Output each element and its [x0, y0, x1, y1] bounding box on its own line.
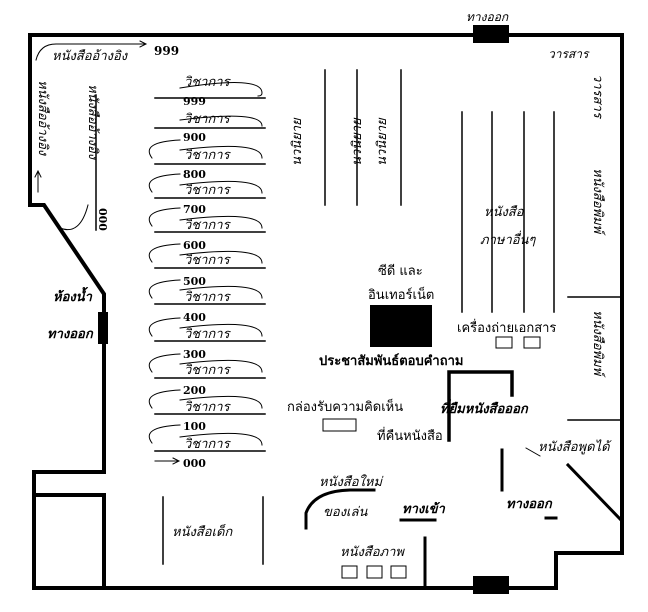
academic-label: วิชาการ	[184, 253, 230, 268]
academic-number: 200	[183, 384, 206, 397]
picture-box-1	[341, 565, 358, 579]
reference-left2-label: หนังสืออ้างอิง	[85, 84, 100, 160]
foreign-books-label-2: ภาษาอื่นๆ	[480, 233, 536, 248]
academic-label: วิชาการ	[184, 183, 230, 198]
academic-number: 700	[183, 203, 206, 216]
cd-internet-block	[370, 305, 432, 347]
academic-number: 800	[183, 168, 206, 181]
suggestion-box	[322, 418, 357, 432]
suggestion-box-label: กล่องรับความคิดเห็น	[287, 400, 404, 415]
wall-right	[554, 33, 624, 590]
pr-desk-label: ประชาสัมพันธ์ตอบคำถาม	[319, 354, 464, 369]
new-books-label: หนังสือใหม่	[319, 475, 383, 490]
borrow-label: ที่ยืมหนังสือออก	[440, 402, 528, 417]
internet-label: อินเทอร์เน็ต	[368, 288, 435, 303]
academic-label: วิชาการ	[184, 290, 230, 305]
academic-number: 300	[183, 348, 206, 361]
magazines-label: วารสาร	[548, 47, 589, 61]
toys-label: ของเล่น	[323, 505, 368, 520]
reference-left2-number: 000	[96, 208, 109, 231]
reference-top-label: หนังสืออ้างอิง	[52, 49, 128, 64]
academic-number: 999	[183, 95, 206, 108]
academic-label: วิชาการ	[184, 148, 230, 163]
photocopier-label: เครื่องถ่ายเอกสาร	[457, 321, 557, 336]
reference-top-number: 999	[154, 44, 180, 58]
academic-number: 000	[183, 457, 206, 470]
newspaper-label: หนังสือพิมพ์	[590, 168, 605, 234]
exit-bottom-block	[473, 576, 509, 594]
academic-label: วิชาการ	[184, 112, 230, 127]
academic-label: วิชาการ	[184, 218, 230, 233]
children-books-label: หนังสือเด็ก	[172, 525, 233, 540]
picture-books-label: หนังสือภาพ	[340, 545, 404, 560]
academic-number: 600	[183, 239, 206, 252]
exit-top-label: ทางออก	[466, 10, 509, 24]
academic-number: 100	[183, 420, 206, 433]
photocopier-1	[495, 336, 513, 349]
academic-number: 400	[183, 311, 206, 324]
newspaper-label-2: หนังสือพิมพ์	[590, 310, 605, 376]
exit-top-block	[473, 25, 509, 43]
academic-label: วิชาการ	[184, 363, 230, 378]
academic-label: วิชาการ	[184, 437, 230, 452]
reference-arrow	[35, 43, 146, 61]
exit-bottom-right-label: ทางออก	[506, 497, 552, 512]
entrance-label: ทางเข้า	[402, 502, 445, 517]
return-label: ที่คืนหนังสือ	[377, 429, 443, 444]
exit-left-block	[98, 312, 108, 344]
academic-number: 900	[183, 131, 206, 144]
picture-box-3	[390, 565, 407, 579]
novel-label-2: นวนิยาย	[350, 118, 365, 166]
picture-box-2	[366, 565, 383, 579]
academic-label: วิชาการ	[184, 400, 230, 415]
wall-left-upper	[28, 33, 106, 497]
toilet-label: ห้องน้ำ	[53, 290, 92, 305]
novel-label-3: นวนิยาย	[375, 118, 390, 166]
academic-arrows	[148, 82, 263, 465]
academic-label: วิชาการ	[184, 75, 230, 90]
academic-number: 500	[183, 275, 206, 288]
borrow-counter	[447, 370, 514, 442]
foreign-books-label-1: หนังสือ	[484, 205, 524, 220]
academic-label: วิชาการ	[184, 327, 230, 342]
journals-label: วารสาร	[590, 74, 605, 118]
talking-books-label: หนังสือพูดได้	[538, 440, 610, 455]
exit-left-label: ทางออก	[47, 327, 93, 342]
cd-label: ซีดี และ	[378, 264, 423, 279]
wall-bottom	[32, 493, 558, 590]
photocopier-2	[523, 336, 541, 349]
new-books-wall	[304, 488, 376, 530]
novel-label-1: นวนิยาย	[290, 118, 305, 166]
reference-left-label: หนังสืออ้างอิง	[35, 80, 50, 156]
academic-shelves	[154, 97, 266, 452]
